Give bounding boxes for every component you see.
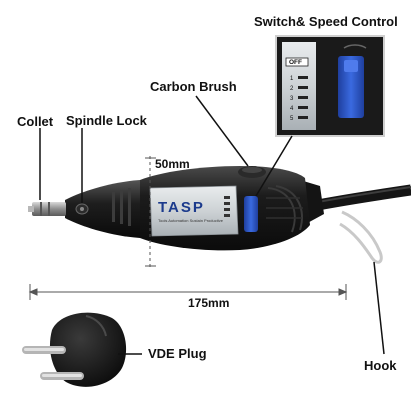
label-vde-plug: VDE Plug [148, 346, 207, 361]
label-switch-speed-control: Switch& Speed Control [254, 14, 398, 29]
length-dimension [28, 284, 348, 300]
label-diameter: 50mm [155, 157, 190, 171]
brand-logo: TASP [158, 199, 205, 216]
speed-switch-inset [275, 35, 385, 137]
label-hook: Hook [364, 358, 397, 373]
speed-level: 4 [290, 106, 294, 112]
panel-speed-marks [224, 196, 230, 217]
speed-level: 3 [290, 96, 294, 102]
speed-level: 2 [290, 86, 294, 92]
label-collet: Collet [17, 114, 54, 129]
switch-off-label: OFF [289, 59, 302, 66]
speed-level: 1 [290, 76, 294, 82]
hook-wire [339, 210, 383, 264]
leader-lines [39, 95, 385, 355]
vde-plug [22, 312, 127, 387]
speed-level: 5 [290, 116, 294, 122]
power-cord [316, 184, 411, 211]
carbon-brush-leader [195, 95, 249, 167]
brand-tagline: Tools Automation Sustain Productive [158, 218, 224, 223]
label-spindle-lock: Spindle Lock [66, 113, 147, 128]
nose-vents [112, 188, 131, 226]
switch-leader [255, 135, 293, 197]
label-length: 175mm [188, 296, 230, 310]
body-speed-switch [244, 196, 258, 232]
diameter-dimension [145, 156, 156, 268]
vent-grille [266, 185, 303, 233]
label-panel [149, 185, 239, 237]
label-carbon-brush: Carbon Brush [150, 79, 237, 94]
hook-leader [373, 261, 385, 355]
